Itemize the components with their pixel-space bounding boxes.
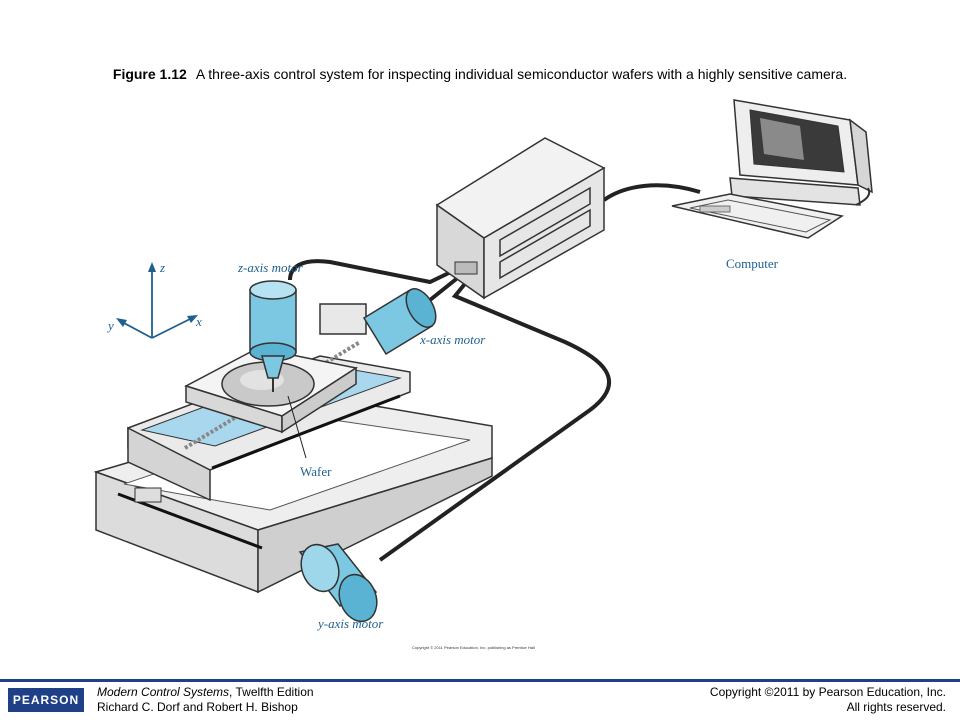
- book-edition: , Twelfth Edition: [229, 685, 314, 699]
- book-authors: Richard C. Dorf and Robert H. Bishop: [97, 700, 298, 714]
- label-wafer: Wafer: [300, 464, 332, 479]
- footer-rule: [0, 679, 960, 682]
- label-axis-x: x: [195, 314, 202, 329]
- x-axis-motor: [362, 288, 437, 356]
- copyright-line-1: Copyright ©2011 by Pearson Education, In…: [709, 685, 946, 699]
- y-axis-motor: [298, 543, 378, 623]
- caption-text: A three-axis control system for inspecti…: [195, 66, 848, 82]
- z-axis-motor: [249, 280, 297, 392]
- cable-controller-computer: [602, 183, 701, 202]
- coordinate-axes: [116, 262, 198, 339]
- label-x-axis-motor: x-axis motor: [419, 332, 486, 347]
- book-title: Modern Control Systems: [97, 685, 230, 699]
- copyright-block: Copyright ©2011 by Pearson Education, In…: [710, 685, 946, 715]
- cable-z-motor: [288, 259, 456, 285]
- cable-x-motor: [428, 274, 462, 302]
- pearson-logo: PEARSON: [8, 688, 84, 712]
- book-title-line: Modern Control Systems, Twelfth Edition: [97, 685, 314, 700]
- label-z-axis-motor: z-axis motor: [237, 260, 304, 275]
- figure-copyright-note: Copyright © 2011 Pearson Education, Inc.…: [412, 645, 535, 650]
- copyright-line-2: All rights reserved.: [846, 700, 946, 714]
- wafer-leader: [287, 395, 307, 459]
- label-axis-z: z: [159, 260, 165, 275]
- figure-caption: Figure 1.12 A three-axis control system f…: [0, 66, 960, 82]
- computer: [671, 99, 873, 239]
- label-y-axis-motor: y-axis motor: [316, 616, 384, 631]
- label-axis-y: y: [106, 318, 114, 333]
- label-computer: Computer: [726, 256, 779, 271]
- controller-box: [435, 137, 606, 300]
- figure-number: Figure 1.12: [112, 66, 187, 82]
- book-info: Modern Control Systems, Twelfth Edition …: [97, 685, 314, 715]
- cable-y-motor: [378, 278, 612, 562]
